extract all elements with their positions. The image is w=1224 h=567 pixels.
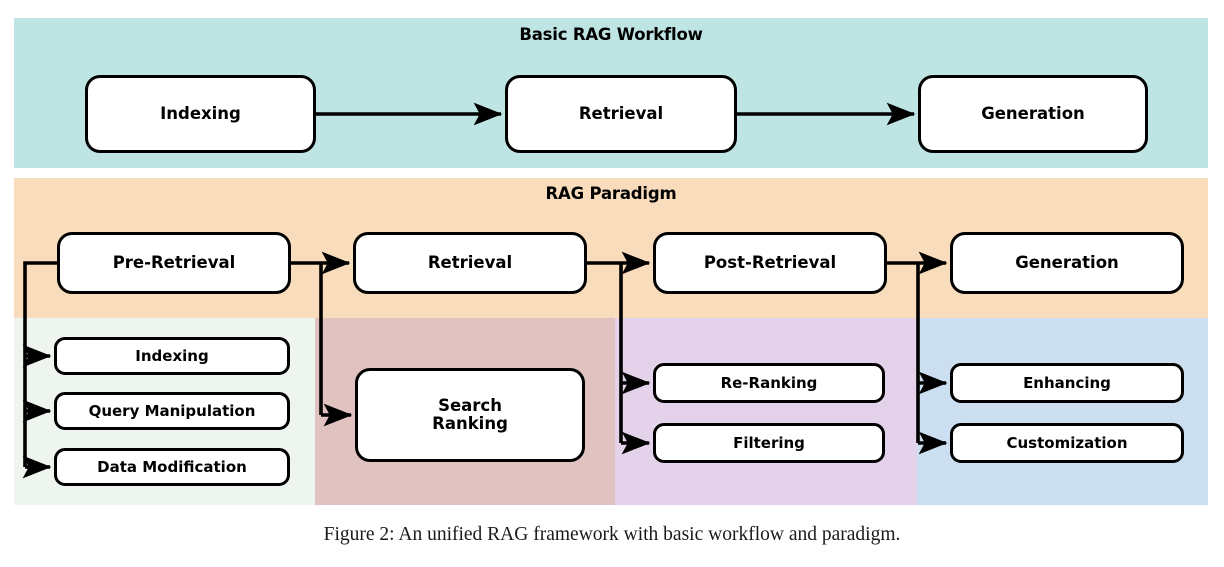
figure-caption: Figure 2: An unified RAG framework with … <box>323 524 901 545</box>
workflow-node-generation[interactable]: Generation <box>918 75 1148 153</box>
substep-search-ranking-line2: Ranking <box>432 414 508 433</box>
substep-query-manipulation[interactable]: Query Manipulation <box>54 392 290 430</box>
paradigm-node-pre-retrieval[interactable]: Pre-Retrieval <box>57 232 291 294</box>
workflow-section-title: Basic RAG Workflow <box>519 25 703 44</box>
substep-indexing[interactable]: Indexing <box>54 337 290 375</box>
substep-search-ranking[interactable]: Search Ranking <box>355 368 585 462</box>
workflow-node-indexing[interactable]: Indexing <box>85 75 316 153</box>
substep-re-ranking[interactable]: Re-Ranking <box>653 363 885 403</box>
paradigm-node-generation[interactable]: Generation <box>950 232 1184 294</box>
workflow-node-retrieval[interactable]: Retrieval <box>505 75 737 153</box>
paradigm-node-post-retrieval[interactable]: Post-Retrieval <box>653 232 887 294</box>
post-retrieval-band <box>615 318 917 505</box>
substep-customization[interactable]: Customization <box>950 423 1184 463</box>
generation-band <box>917 318 1208 505</box>
substep-enhancing[interactable]: Enhancing <box>950 363 1184 403</box>
paradigm-section-title: RAG Paradigm <box>545 184 677 203</box>
substep-filtering[interactable]: Filtering <box>653 423 885 463</box>
substep-data-modification[interactable]: Data Modification <box>54 448 290 486</box>
substep-search-ranking-line1: Search <box>438 395 502 415</box>
paradigm-node-retrieval[interactable]: Retrieval <box>353 232 587 294</box>
